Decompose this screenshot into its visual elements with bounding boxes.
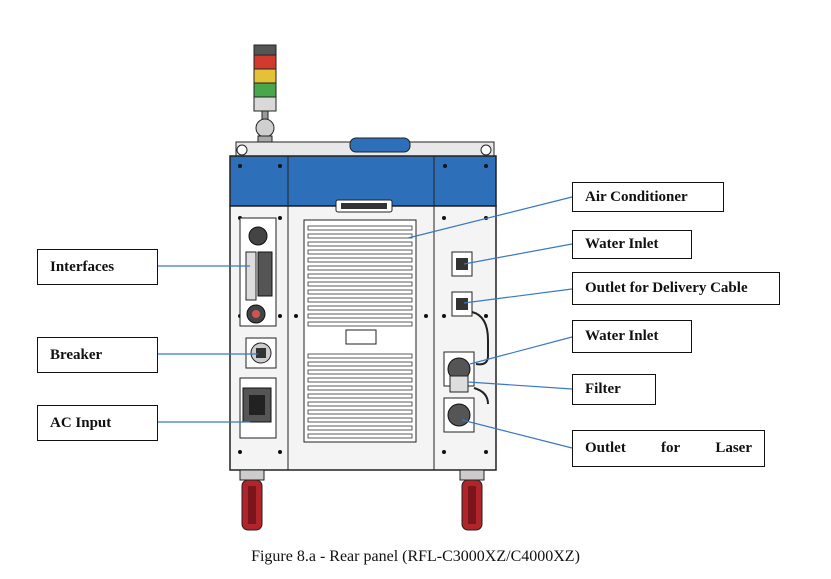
grille-slat: [307, 297, 413, 303]
label-ac-input: AC Input: [37, 405, 158, 441]
label-outlet-delivery-cable: Outlet for Delivery Cable: [572, 272, 780, 305]
caster-wheels: [239, 469, 485, 531]
label-outlet-laser-word-2: for: [661, 440, 681, 456]
blue-top-panel: [229, 155, 497, 207]
signal-tower-light: [253, 44, 277, 149]
grille-slat: [307, 433, 413, 439]
label-water-inlet-2: Water Inlet: [572, 320, 692, 353]
grille-slat: [307, 241, 413, 247]
grille-slat: [307, 393, 413, 399]
label-outlet-laser-word-3: Laser: [715, 440, 752, 456]
grille-slat: [307, 313, 413, 319]
right-panel-fittings: [443, 251, 489, 433]
label-water-inlet-1: Water Inlet: [572, 230, 692, 259]
label-water-inlet-2-text: Water Inlet: [585, 328, 659, 344]
label-air-conditioner-text: Air Conditioner: [585, 188, 688, 205]
leader-outlet-delivery-cable: [463, 288, 573, 304]
grille-slat: [307, 409, 413, 415]
grille-slat: [307, 265, 413, 271]
grille-slat: [307, 257, 413, 263]
grille-slat: [307, 361, 413, 367]
grille-slat: [307, 417, 413, 423]
figure-caption: Figure 8.a - Rear panel (RFL-C3000XZ/C40…: [251, 548, 580, 565]
grille-slat: [307, 273, 413, 279]
label-interfaces: Interfaces: [37, 249, 158, 285]
grille-slat: [307, 249, 413, 255]
label-breaker-text: Breaker: [50, 346, 103, 363]
grille-slat: [307, 233, 413, 239]
leader-air-conditioner: [407, 196, 573, 239]
label-breaker: Breaker: [37, 337, 158, 373]
breaker-switch: [245, 337, 277, 369]
grille-slat: [307, 305, 413, 311]
grille-slat: [307, 281, 413, 287]
top-bar: [235, 137, 495, 157]
grille-slat: [307, 385, 413, 391]
leader-water-inlet-1: [463, 243, 573, 265]
air-conditioner-grille: [303, 199, 417, 443]
leader-outlet-laser: [461, 419, 573, 449]
label-filter-text: Filter: [585, 381, 621, 397]
label-water-inlet-1-text: Water Inlet: [585, 236, 659, 252]
leader-lines: [158, 196, 573, 449]
label-outlet-laser: Outlet for Laser: [572, 430, 765, 467]
grille-slat: [307, 289, 413, 295]
leader-filter: [467, 381, 573, 390]
label-air-conditioner: Air Conditioner: [572, 182, 724, 212]
interfaces-connectors: [239, 217, 277, 327]
label-interfaces-text: Interfaces: [50, 258, 115, 275]
label-outlet-laser-word-1: Outlet: [585, 440, 626, 456]
ac-input-socket: [239, 377, 277, 439]
grille-slat: [307, 321, 413, 327]
grille-slat: [307, 225, 413, 231]
leader-water-inlet-2: [469, 336, 573, 365]
label-filter: Filter: [572, 374, 656, 405]
grille-slat: [307, 425, 413, 431]
grille-slat: [307, 353, 413, 359]
grille-slat: [307, 401, 413, 407]
label-ac-input-text: AC Input: [50, 414, 112, 431]
grille-slat: [307, 369, 413, 375]
label-outlet-delivery-cable-text: Outlet for Delivery Cable: [585, 280, 748, 296]
grille-slat: [307, 377, 413, 383]
